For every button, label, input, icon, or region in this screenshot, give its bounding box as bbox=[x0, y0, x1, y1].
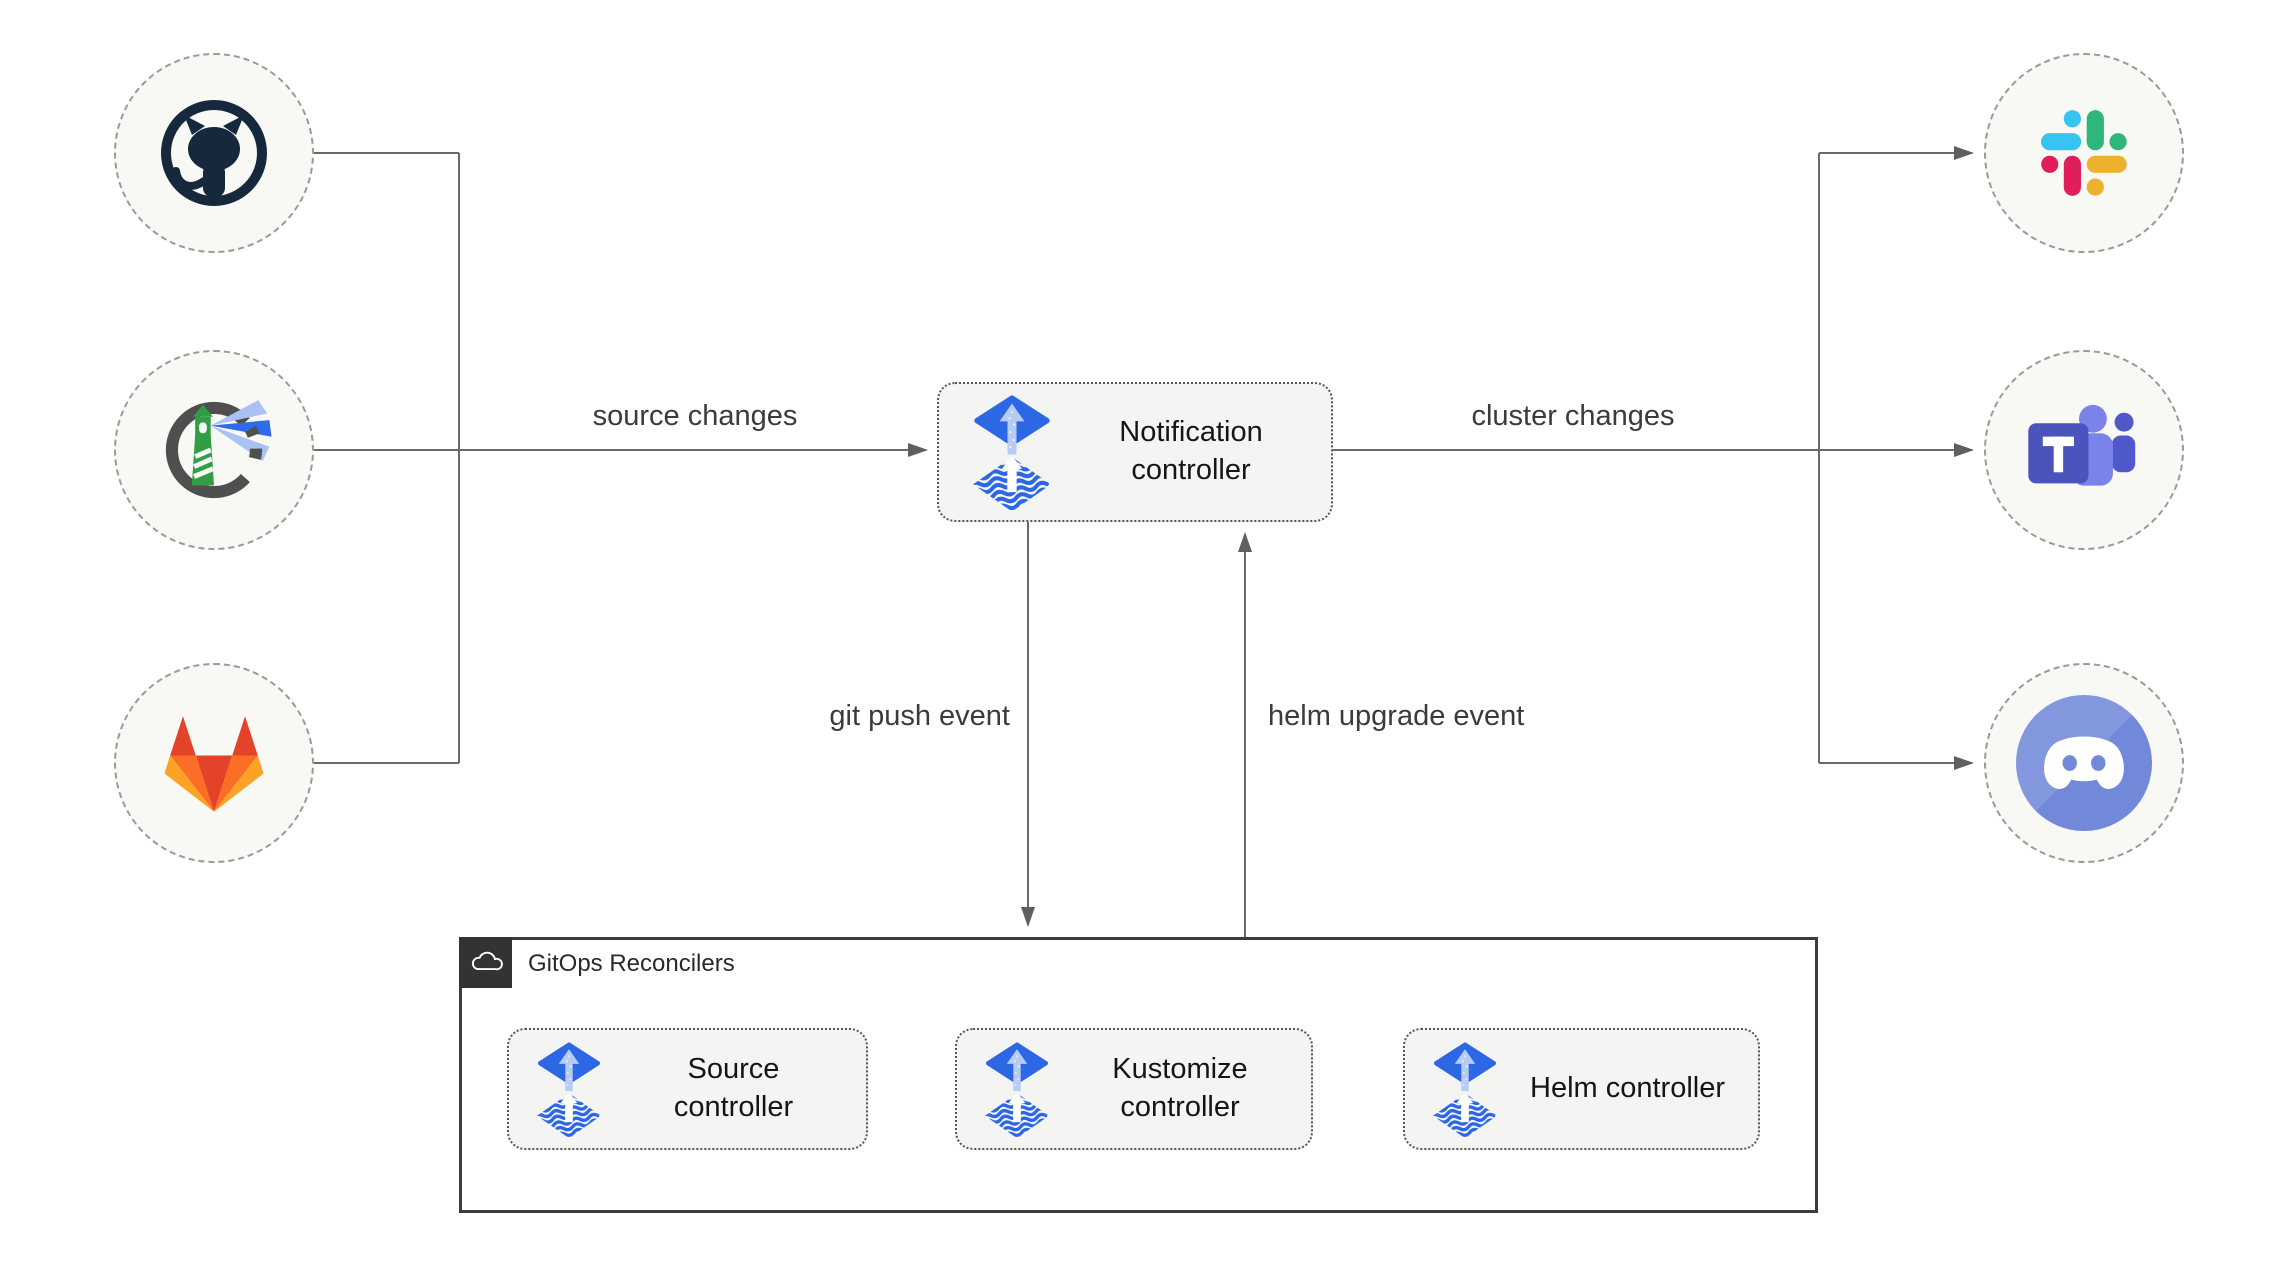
notification-controller-label: Notification controller bbox=[1119, 416, 1263, 486]
edge-label-helm-upgrade-event: helm upgrade event bbox=[1268, 700, 1525, 732]
endpoint-harbor bbox=[114, 350, 314, 550]
endpoint-gitlab bbox=[114, 663, 314, 863]
cloud-icon-badge bbox=[459, 937, 512, 988]
endpoint-slack bbox=[1984, 53, 2184, 253]
edge-label-cluster-changes: cluster changes bbox=[1471, 400, 1675, 432]
source-controller-label: Source controller bbox=[673, 1053, 794, 1123]
gitops-reconcilers-group: GitOps Reconcilers Source controller Kus… bbox=[459, 937, 1818, 1213]
helm-controller-label: Helm controller bbox=[1530, 1072, 1725, 1105]
slack-icon bbox=[2041, 110, 2127, 196]
gitlab-icon bbox=[164, 715, 264, 812]
endpoint-github bbox=[114, 53, 314, 253]
edge-label-git-push-event: git push event bbox=[829, 700, 1010, 732]
group-title: GitOps Reconcilers bbox=[528, 950, 735, 977]
flux-icon bbox=[985, 1042, 1049, 1137]
flux-icon bbox=[537, 1042, 601, 1137]
node-notification-controller: Notification controller bbox=[937, 382, 1333, 522]
microsoft-teams-icon bbox=[2028, 404, 2136, 486]
flux-icon bbox=[973, 395, 1051, 510]
endpoint-microsoft-teams bbox=[1984, 350, 2184, 550]
cloud-icon bbox=[471, 951, 503, 971]
kustomize-controller-label: Kustomize controller bbox=[1112, 1053, 1248, 1123]
node-helm-controller: Helm controller bbox=[1403, 1028, 1760, 1150]
github-icon bbox=[161, 100, 267, 206]
node-source-controller: Source controller bbox=[507, 1028, 868, 1150]
node-kustomize-controller: Kustomize controller bbox=[955, 1028, 1313, 1150]
edge-label-source-changes: source changes bbox=[592, 400, 798, 432]
discord-icon bbox=[2016, 695, 2152, 831]
flux-icon bbox=[1433, 1042, 1497, 1137]
harbor-icon bbox=[165, 396, 276, 504]
endpoint-discord bbox=[1984, 663, 2184, 863]
